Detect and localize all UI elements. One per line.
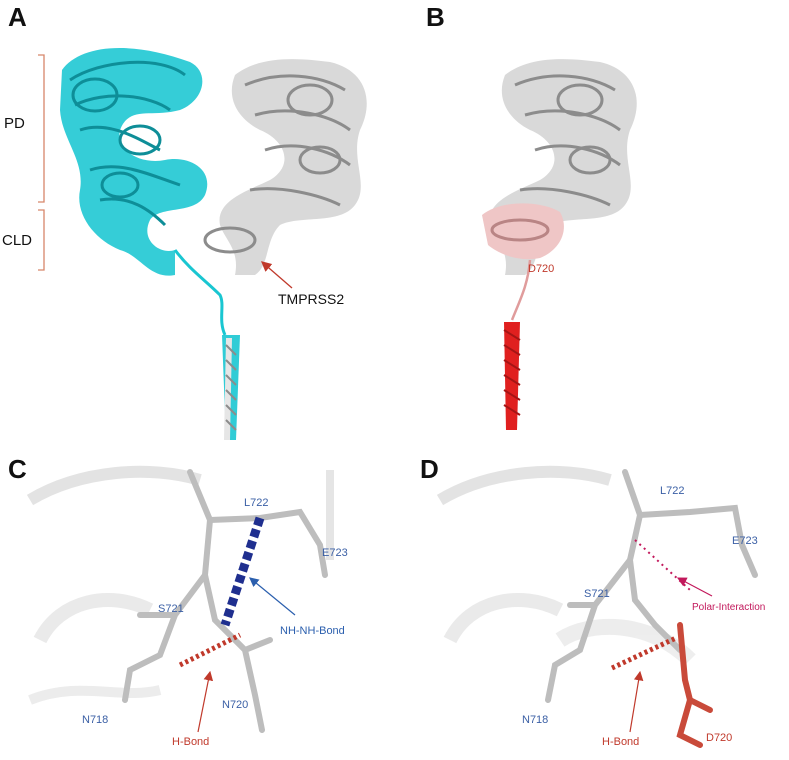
backbone-sticks: [122, 469, 328, 733]
residue-l722-d: L722: [660, 485, 684, 497]
cyan-chain-structure: [60, 48, 240, 440]
ribbon-background-d: [436, 465, 696, 666]
panel-c: C L722 E723 S721 N718 N720 NH-NH-Bond H-…: [8, 454, 348, 748]
residue-s721-d: S721: [584, 588, 610, 600]
residue-n718: N718: [82, 714, 108, 726]
residue-d720-d: D720: [706, 732, 732, 744]
pd-label: PD: [4, 115, 25, 132]
panel-c-letter: C: [8, 454, 27, 484]
h-bond-line: [178, 632, 242, 668]
panel-d: D L722 E723 S721 N718 D720 Polar-Interac…: [420, 454, 765, 748]
tmprss2-label: TMPRSS2: [278, 291, 344, 307]
tmprss2-arrow: [261, 261, 293, 289]
nh-nh-bond-label: NH-NH-Bond: [280, 625, 345, 637]
panel-b: B D720: [426, 2, 637, 430]
polar-interaction-line: [634, 539, 691, 591]
pd-bracket: PD: [4, 54, 45, 203]
panel-b-letter: B: [426, 2, 445, 32]
residue-e723-d: E723: [732, 535, 758, 547]
residue-e723: E723: [322, 547, 348, 559]
d720-sidechain: [676, 622, 713, 748]
h-bond-arrow: [197, 670, 214, 733]
cld-label: CLD: [2, 232, 32, 249]
pink-cld-structure: [482, 203, 564, 321]
panel-a: A PD CLD: [2, 2, 367, 440]
nh-nh-bond-arrow: [249, 577, 296, 616]
h-bond-arrow-d: [629, 670, 644, 733]
residue-l722: L722: [244, 497, 268, 509]
polar-interaction-arrow: [676, 577, 713, 597]
grey-chain-structure: [203, 59, 367, 440]
panel-a-letter: A: [8, 2, 27, 32]
ribbon-background: [26, 465, 334, 705]
residue-n720: N720: [222, 699, 248, 711]
backbone-sticks-d: [545, 469, 758, 703]
residue-n718-d: N718: [522, 714, 548, 726]
h-bond-label-d: H-Bond: [602, 736, 639, 748]
residue-s721: S721: [158, 603, 184, 615]
nh-nh-bond-line: [220, 516, 265, 627]
h-bond-line-d: [610, 635, 678, 671]
polar-interaction-label: Polar-Interaction: [692, 602, 765, 613]
d720-label: D720: [528, 263, 554, 275]
panel-d-letter: D: [420, 454, 439, 484]
cld-bracket: CLD: [2, 209, 45, 271]
red-helix-structure: [503, 322, 521, 430]
h-bond-label: H-Bond: [172, 736, 209, 748]
